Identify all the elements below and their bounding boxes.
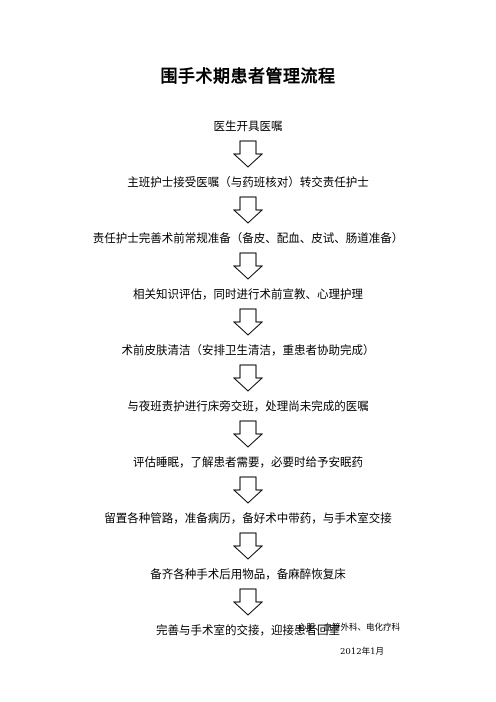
flow-step-9: 备齐各种手术后用物品，备麻醉恢复床 (150, 567, 346, 581)
flow-step-2: 主班护士接受医嘱（与药班核对）转交责任护士 (127, 175, 369, 189)
down-arrow-icon (0, 588, 496, 616)
page-title: 围手术期患者管理流程 (160, 67, 336, 87)
flow-step-8: 留置各种管路，准备病历，备好术中带药，与手术室交接 (104, 511, 392, 525)
flow-step-3: 责任护士完善术前常规准备（备皮、配血、皮试、肠道准备） (92, 231, 404, 245)
flow-step-10: 完善与手术室的交接，迎接患者回室 (156, 623, 340, 637)
date-footer: 2012年1月 (340, 647, 385, 657)
flow-step-6: 与夜班责护进行床旁交班，处理尚未完成的医嘱 (127, 399, 369, 413)
flow-step-7: 评估睡眠，了解患者需要，必要时给予安眠药 (133, 455, 363, 469)
down-arrow-icon (0, 532, 496, 560)
down-arrow-icon (0, 140, 496, 168)
down-arrow-icon (0, 196, 496, 224)
flow-step-5: 术前皮肤清洁（安排卫生清洁，重患者协助完成） (121, 343, 375, 357)
down-arrow-icon (0, 308, 496, 336)
down-arrow-icon (0, 476, 496, 504)
down-arrow-icon (0, 364, 496, 392)
flow-step-4: 相关知识评估，同时进行术前宣教、心理护理 (133, 287, 363, 301)
down-arrow-icon (0, 420, 496, 448)
flowchart: 医生开具医嘱 主班护士接受医嘱（与药班核对）转交责任护士 责任护士完善术前常规准… (0, 118, 496, 638)
down-arrow-icon (0, 252, 496, 280)
department-footer: 心胆、血管外科、电化疗科 (297, 623, 400, 633)
flow-step-1: 医生开具医嘱 (213, 119, 283, 133)
